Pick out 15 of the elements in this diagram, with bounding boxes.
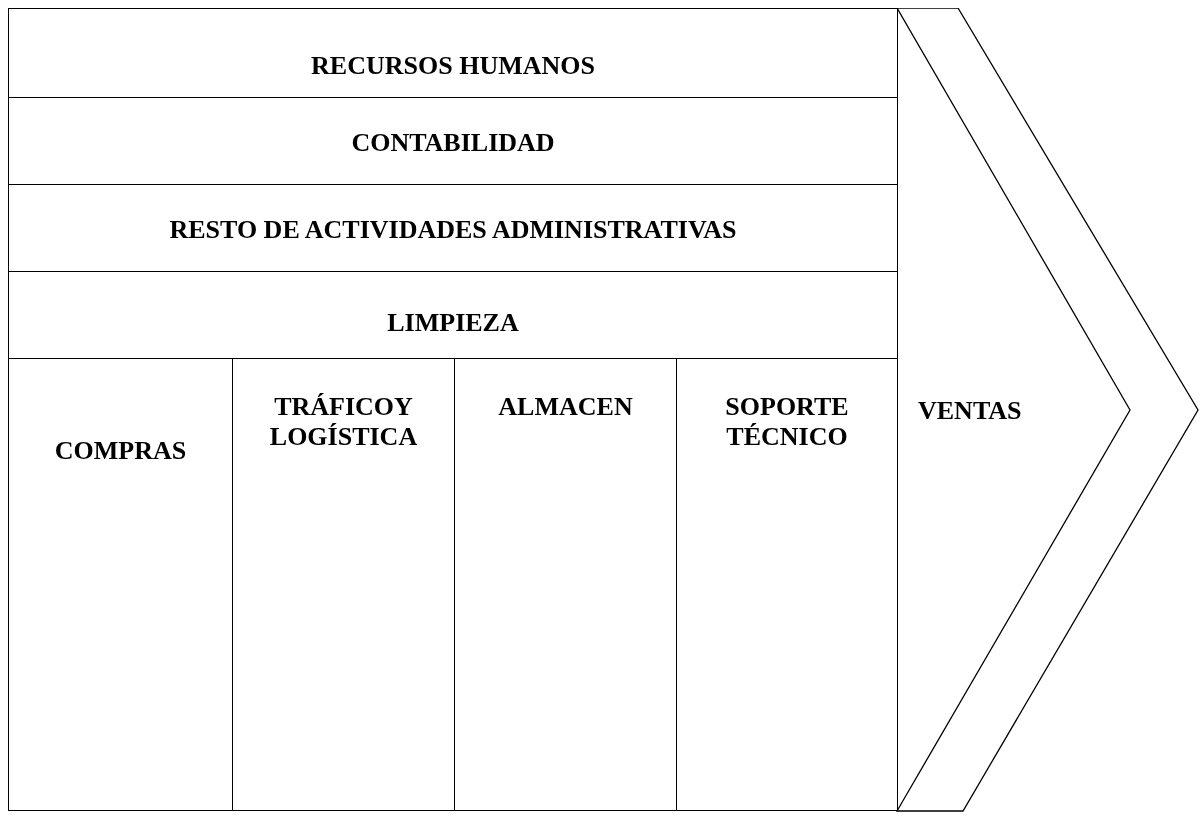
activity-label: CONTABILIDAD <box>350 128 556 158</box>
activity-label: ALMACEN <box>497 392 634 422</box>
activity-label: SOPORTE TÉCNICO <box>724 392 850 452</box>
activity-label: TRÁFICOY LOGÍSTICA <box>268 392 419 452</box>
activity-band <box>8 97 898 185</box>
activity-label: RESTO DE ACTIVIDADES ADMINISTRATIVAS <box>168 215 738 245</box>
activity-label: LIMPIEZA <box>386 308 520 338</box>
activity-column <box>8 358 233 811</box>
activity-label: COMPRAS <box>53 436 188 466</box>
activity-band <box>8 184 898 272</box>
activity-band <box>8 271 898 359</box>
activity-label: VENTAS <box>918 396 1022 426</box>
activity-column <box>676 358 898 811</box>
activity-band <box>8 8 898 98</box>
activity-label: RECURSOS HUMANOS <box>310 51 596 81</box>
